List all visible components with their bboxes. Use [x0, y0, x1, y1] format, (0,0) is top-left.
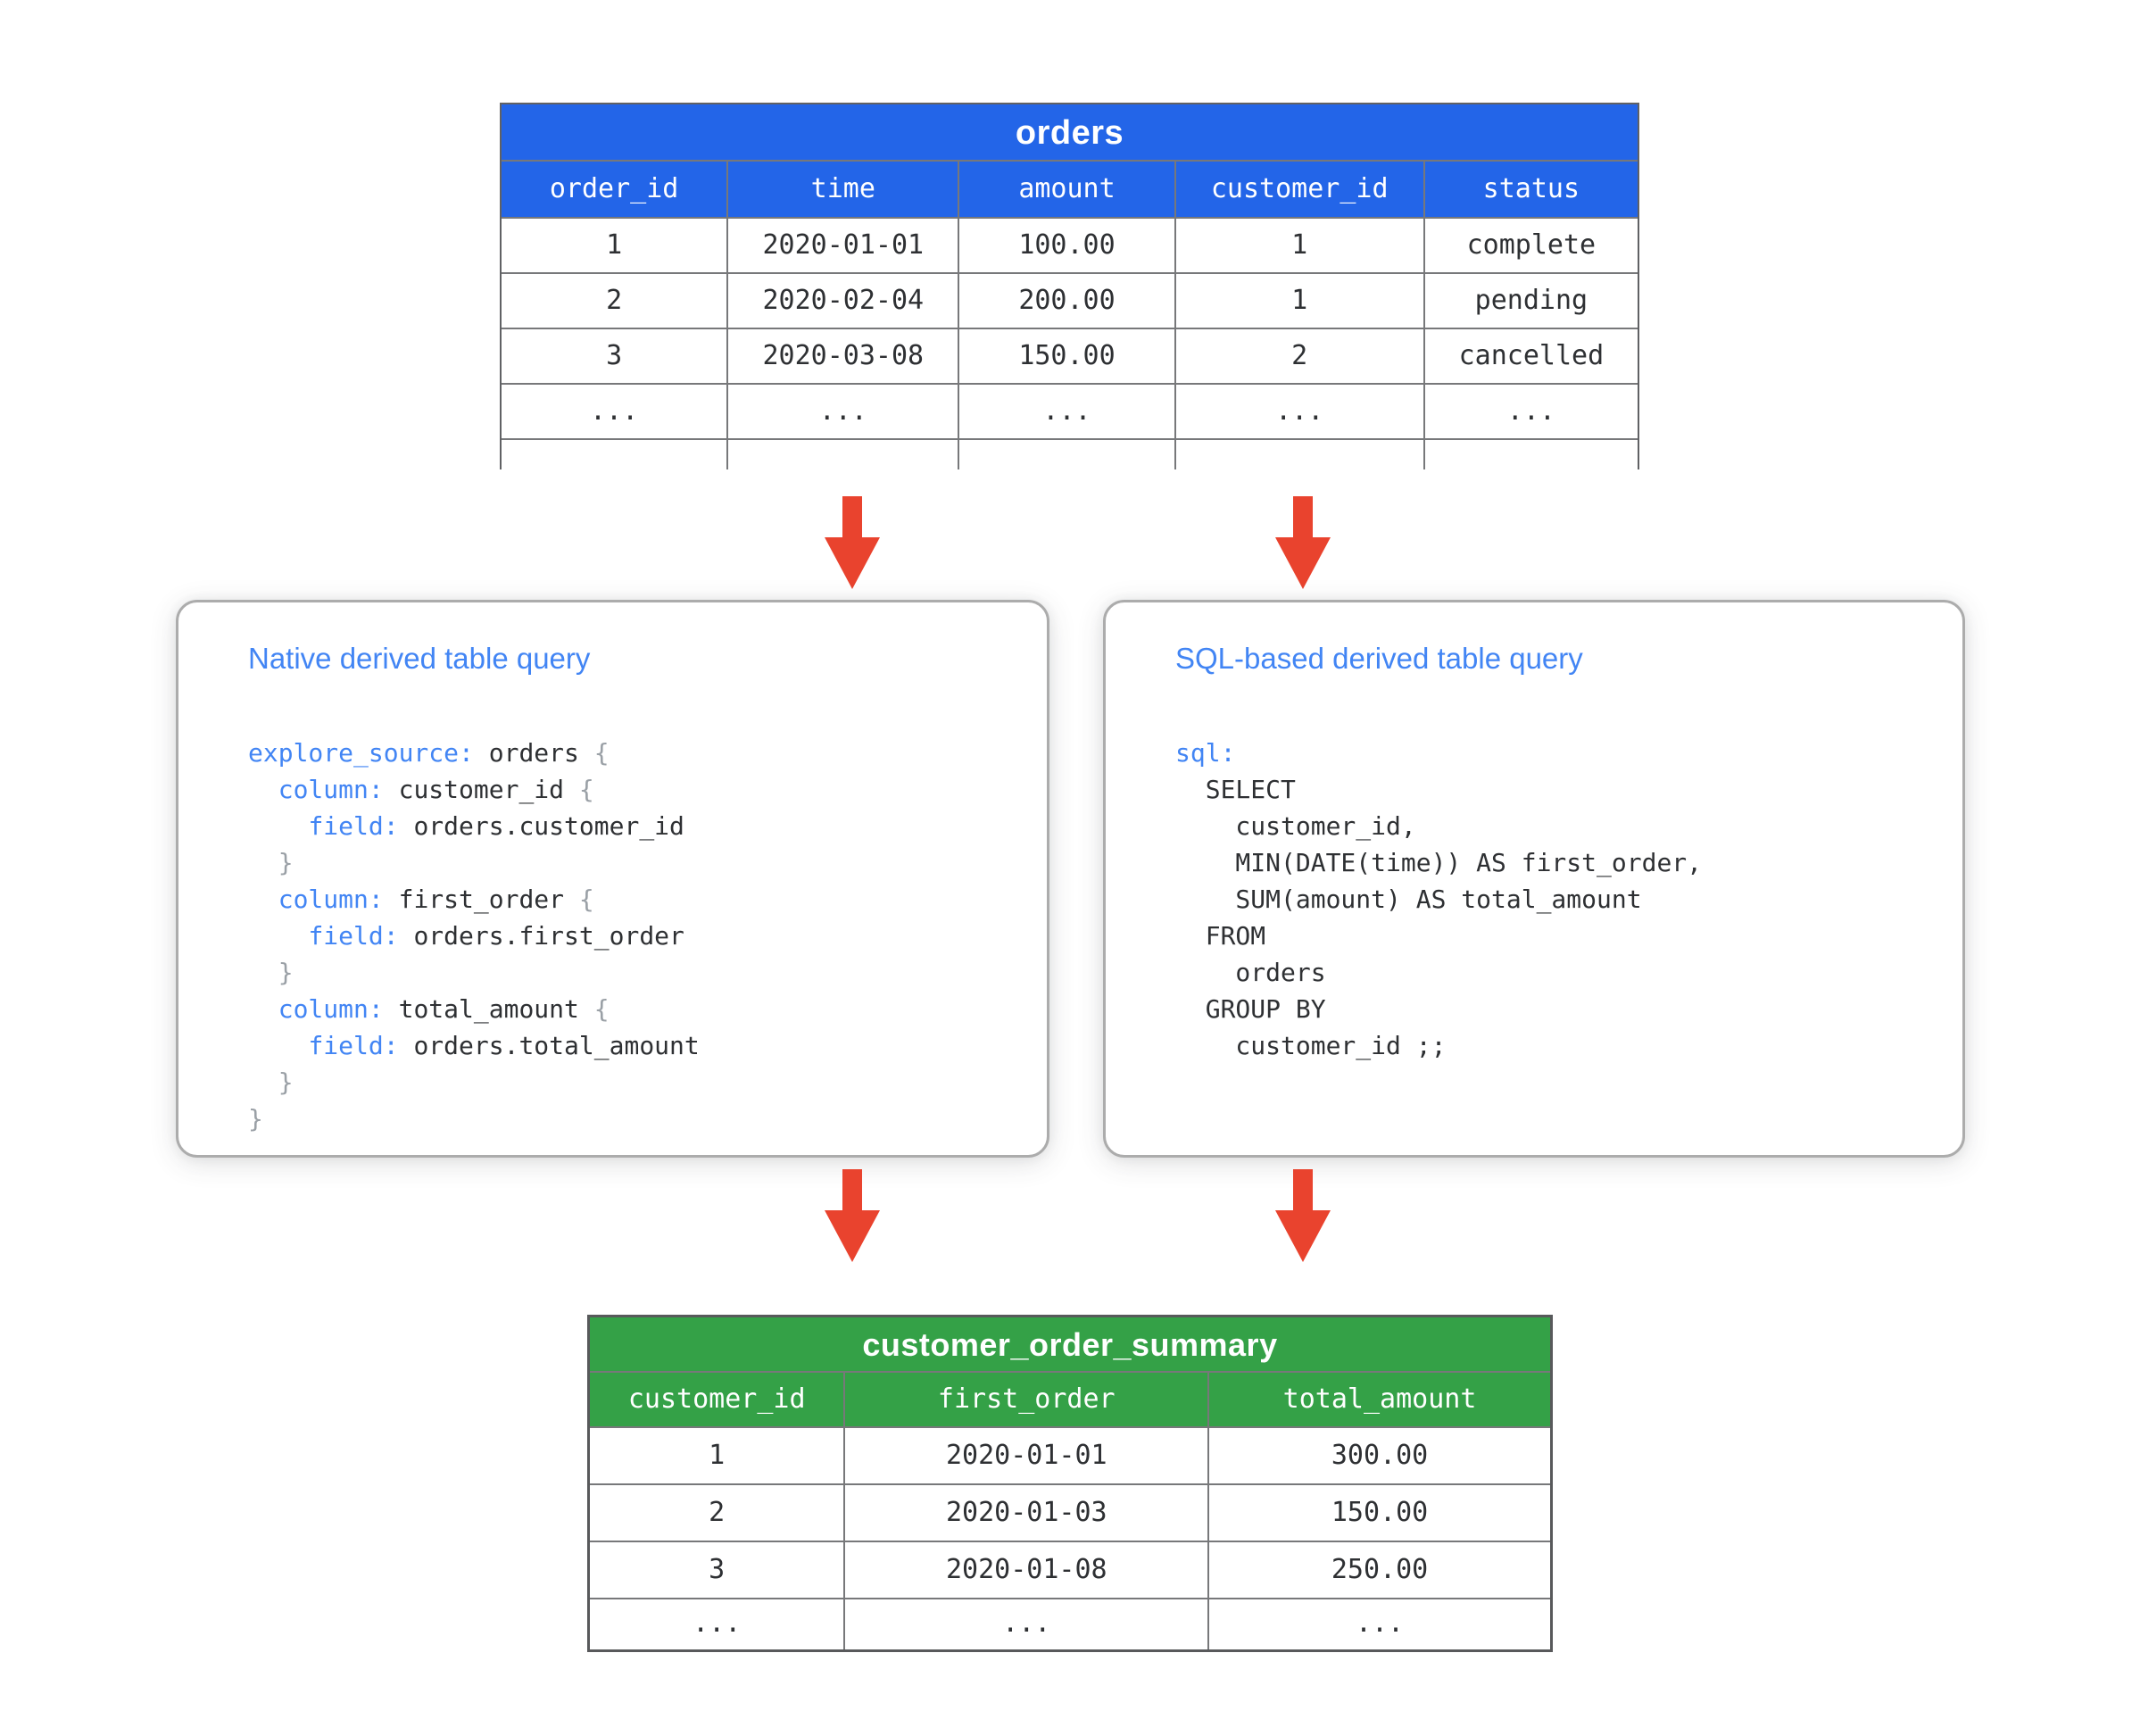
table-cell: ...: [959, 385, 1176, 438]
table-header-cell: total_amount: [1282, 1383, 1477, 1415]
table-header-cell: first_order: [845, 1373, 1210, 1426]
table-header-cell: amount: [959, 162, 1176, 217]
native-derived-table-query-box: Native derived table query explore_sourc…: [176, 600, 1049, 1158]
code-line: SUM(amount) AS total_amount: [1175, 885, 1642, 914]
table-cell: cancelled: [1458, 340, 1605, 371]
table-cell: 2020-01-08: [845, 1542, 1210, 1598]
table-cell: 2020-03-08: [728, 329, 960, 383]
table-cell: [1425, 440, 1638, 469]
table-header-cell: customer_id: [590, 1373, 846, 1426]
table-cell: 2020-01-01: [845, 1428, 1210, 1483]
native-box-title: Native derived table query: [248, 642, 591, 675]
table-cell: 250.00: [1331, 1554, 1429, 1585]
table-row: [502, 440, 1638, 469]
code-line: FROM: [1175, 921, 1266, 951]
table-cell: 2: [502, 274, 729, 328]
code-line: column: total_amount {: [278, 994, 610, 1024]
table-cell: 2: [1176, 329, 1425, 383]
orders-table-title: orders: [502, 104, 1638, 162]
code-line: column: first_order {: [278, 885, 594, 914]
table-cell: 300.00: [1331, 1440, 1429, 1471]
table-cell: pending: [1474, 285, 1588, 316]
table-cell: [502, 440, 729, 469]
table-row: ...............: [502, 385, 1638, 440]
table-cell: ...: [728, 385, 960, 438]
table-header-cell: customer_id: [1176, 162, 1425, 217]
table-cell: 1: [590, 1428, 846, 1483]
table-cell: ...: [590, 1599, 846, 1649]
summary-table-title: customer_order_summary: [590, 1317, 1550, 1373]
table-cell: ...: [1176, 385, 1425, 438]
table-cell: ...: [1355, 1607, 1405, 1639]
sql-box-code: sql: SELECT customer_id, MIN(DATE(time))…: [1175, 735, 1702, 1064]
code-line: }: [278, 1067, 294, 1097]
code-line: explore_source: orders {: [248, 738, 610, 768]
table-cell: [959, 440, 1176, 469]
table-cell: 100.00: [959, 219, 1176, 272]
table-cell: 150.00: [1331, 1497, 1429, 1528]
table-cell: 1: [502, 219, 729, 272]
table-header-cell: time: [728, 162, 960, 217]
code-line: SELECT: [1175, 775, 1296, 804]
sql-derived-table-query-box: SQL-based derived table query sql: SELEC…: [1103, 600, 1965, 1158]
down-arrow-icon: [1274, 496, 1331, 589]
code-line: customer_id ;;: [1175, 1031, 1447, 1060]
table-row: .........: [590, 1599, 1550, 1649]
code-line: orders: [1175, 958, 1326, 987]
code-line: field: orders.first_order: [308, 921, 684, 951]
table-cell: [728, 440, 960, 469]
code-line: customer_id,: [1175, 811, 1416, 841]
table-cell: 2: [590, 1485, 846, 1541]
code-line: MIN(DATE(time)) AS first_order,: [1175, 848, 1703, 877]
code-line: }: [248, 1104, 263, 1134]
table-cell: 200.00: [959, 274, 1176, 328]
code-line: column: customer_id {: [278, 775, 594, 804]
table-cell: 2020-01-01: [728, 219, 960, 272]
native-box-code: explore_source: orders { column: custome…: [248, 735, 700, 1137]
table-cell: 3: [590, 1542, 846, 1598]
code-line: }: [278, 958, 294, 987]
down-arrow-icon: [824, 1169, 881, 1262]
table-cell: 2020-01-03: [845, 1485, 1210, 1541]
code-line: }: [278, 848, 294, 877]
code-line: sql:: [1175, 738, 1236, 768]
table-header-cell: status: [1482, 173, 1580, 204]
sql-box-title: SQL-based derived table query: [1175, 642, 1583, 675]
table-cell: 1: [1176, 219, 1425, 272]
down-arrow-icon: [824, 496, 881, 589]
table-cell: ...: [502, 385, 729, 438]
code-line: field: orders.customer_id: [308, 811, 684, 841]
table-cell: 2020-02-04: [728, 274, 960, 328]
table-cell: 3: [502, 329, 729, 383]
table-cell: complete: [1466, 229, 1597, 261]
table-header-cell: order_id: [502, 162, 729, 217]
code-line: field: orders.total_amount: [308, 1031, 700, 1060]
table-cell: 150.00: [959, 329, 1176, 383]
table-cell: ...: [1506, 395, 1555, 427]
code-line: GROUP BY: [1175, 994, 1326, 1024]
table-cell: ...: [845, 1599, 1210, 1649]
table-cell: [1176, 440, 1425, 469]
table-cell: 1: [1176, 274, 1425, 328]
down-arrow-icon: [1274, 1169, 1331, 1262]
